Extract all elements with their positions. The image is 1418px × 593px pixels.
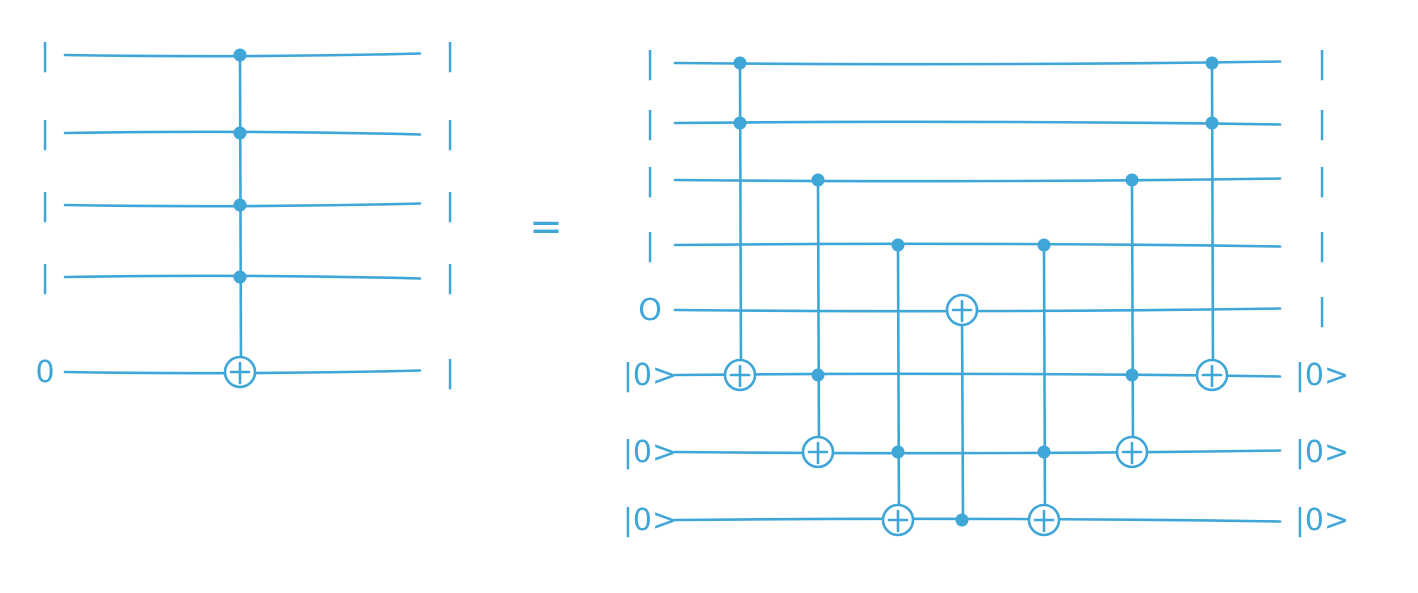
left-output-label-4: | [445,355,455,390]
right-output-label-2: | [1317,163,1327,198]
right-input-label-7: |0> [623,503,677,538]
right-gate-3-control-dot-q7 [955,513,969,527]
left-input-label-3: | [40,260,50,295]
right-wire-0 [673,60,1282,66]
right-wire-1 [673,120,1282,126]
left-input-label-4: 0 [35,355,54,390]
right-output-label-0: | [1317,46,1327,81]
right-wire-2 [673,177,1282,183]
right-input-label-0: | [645,46,655,81]
right-gate-4-control-dot-q3 [1037,238,1051,252]
right-gate-0-connector [738,61,743,377]
left-circuit: | | | | | | | | 0 | [35,38,455,390]
equals-sign: = [529,204,563,250]
right-gate-4-connector [1042,243,1047,522]
left-output-label-1: | [445,116,455,151]
right-wire-5 [673,372,1282,378]
right-input-label-3: | [645,228,655,263]
right-gate-2-control-dot-q3 [891,238,905,252]
right-gate-5-control-dot-q2 [1125,173,1139,187]
right-output-label-3: | [1317,228,1327,263]
left-gate-0-control-dot-q0 [233,48,247,62]
left-gate-0-control-dot-q3 [233,270,247,284]
left-gate-0-control-dot-q2 [233,198,247,212]
right-wire-6 [673,449,1282,455]
right-input-label-4: O [638,293,662,328]
right-gate-4-control-dot-q6 [1037,445,1051,459]
left-gate-0-connector [238,53,243,374]
left-input-label-1: | [40,116,50,151]
right-gate-2-connector [896,243,901,522]
left-output-label-0: | [445,38,455,73]
right-input-label-6: |0> [623,435,677,470]
right-gate-6-control-dot-q1 [1205,116,1219,130]
right-output-label-6: |0> [1295,435,1349,470]
right-gate-1-connector [816,178,821,454]
right-gate-0-control-dot-q0 [733,56,747,70]
right-output-label-4: | [1317,293,1327,328]
right-gate-0-control-dot-q1 [733,116,747,130]
right-gate-1-control-dot-q2 [811,173,825,187]
right-output-label-7: |0> [1295,503,1349,538]
left-gate-0-control-dot-q1 [233,126,247,140]
right-input-label-5: |0> [623,358,677,393]
right-gate-3-connector [960,308,965,522]
right-output-label-1: | [1317,106,1327,141]
right-input-label-1: | [645,106,655,141]
right-gate-5-connector [1130,178,1135,454]
right-wire-7 [673,517,1282,523]
right-gate-6-connector [1210,61,1215,377]
right-wire-3 [673,242,1282,248]
right-gate-1-control-dot-q5 [811,368,825,382]
right-gate-5-control-dot-q5 [1125,368,1139,382]
left-input-label-0: | [40,38,50,73]
left-output-label-3: | [445,260,455,295]
right-gate-2-control-dot-q6 [891,445,905,459]
left-output-label-2: | [445,188,455,223]
left-input-label-2: | [40,188,50,223]
right-gate-6-control-dot-q0 [1205,56,1219,70]
right-output-label-5: |0> [1295,358,1349,393]
right-circuit: | | | | | | | | O | |0> |0> |0> |0> |0> |0> [623,46,1349,538]
right-input-label-2: | [645,163,655,198]
